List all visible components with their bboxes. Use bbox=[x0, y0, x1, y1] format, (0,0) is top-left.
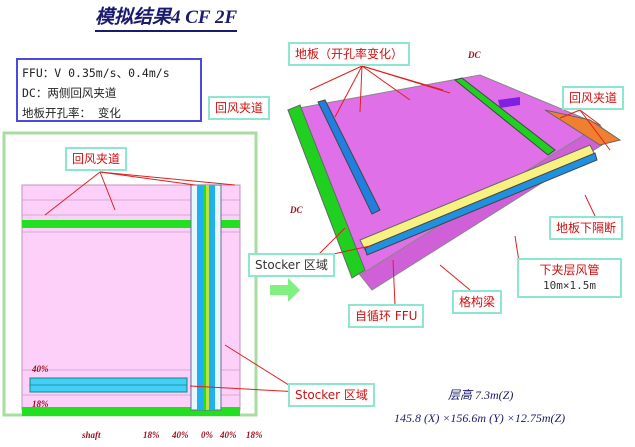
label-dc-left: DC bbox=[290, 205, 303, 215]
label-return-plan: 回风夹道 bbox=[65, 147, 128, 171]
column-pct: 18% bbox=[143, 430, 160, 440]
floor-height: 层高 7.3m(Z) bbox=[448, 388, 514, 402]
3d-green-left bbox=[287, 104, 366, 279]
label-duct-size: 10m×1.5m bbox=[543, 279, 596, 292]
info-ffu: FFU：V 0.35m/s、0.4m/s bbox=[22, 66, 170, 80]
plan-return-bar bbox=[22, 220, 240, 228]
label-return-left: 回风夹道 bbox=[208, 96, 271, 120]
column-pct: 18% bbox=[246, 430, 263, 440]
label-stocker-bottom: Stocker 区域 bbox=[288, 383, 375, 407]
3d-stocker-left bbox=[317, 99, 381, 215]
overall-dimensions: 145.8 (X) ×156.6m (Y) ×12.75m(Z) bbox=[394, 411, 566, 425]
label-return-right: 回风夹道 bbox=[562, 86, 625, 110]
page-title: 模拟结果4 CF 2F bbox=[95, 6, 238, 32]
pct-top: 40% bbox=[32, 364, 49, 374]
label-floor: 地板（开孔率变化） bbox=[288, 42, 411, 66]
info-box: FFU：V 0.35m/s、0.4m/s DC：两侧回风夹道 地板开孔率： 变化 bbox=[16, 58, 202, 122]
label-stocker-top: Stocker 区域 bbox=[248, 253, 335, 277]
label-floor-partition: 地板下隔断 bbox=[549, 216, 624, 240]
label-duct: 下夹层风管 10m×1.5m bbox=[517, 258, 622, 298]
label-shaft: shaft bbox=[82, 430, 101, 440]
column-pct: 40% bbox=[220, 430, 237, 440]
label-ffu: 自循环 FFU bbox=[348, 304, 425, 328]
pct-bottom: 18% bbox=[32, 399, 49, 409]
label-dc-top: DC bbox=[468, 50, 481, 60]
info-dc: DC：两侧回风夹道 bbox=[22, 86, 117, 100]
plan-shaft-bar bbox=[22, 407, 240, 416]
column-pct: 0% bbox=[201, 430, 213, 440]
label-beam: 格构梁 bbox=[452, 290, 503, 314]
info-floor: 地板开孔率： 变化 bbox=[22, 106, 121, 120]
column-pct: 40% bbox=[172, 430, 189, 440]
arrow-icon bbox=[270, 278, 300, 302]
label-duct-name: 下夹层风管 bbox=[539, 263, 600, 277]
